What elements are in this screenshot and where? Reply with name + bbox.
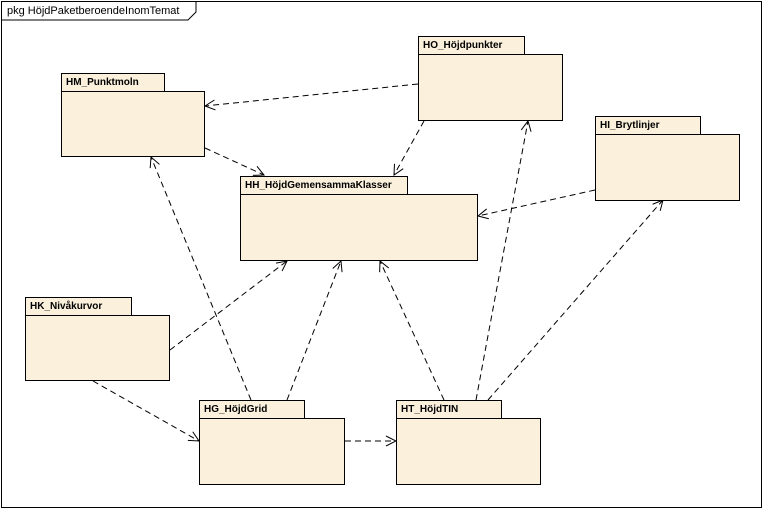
dep-hg-to-hh — [286, 261, 341, 401]
package-label: HK_Nivåkurvor — [30, 301, 103, 312]
package-label: HG_HöjdGrid — [204, 404, 268, 415]
dep-ht-to-hh — [380, 261, 445, 401]
package-label: HH_HöjdGemensammaKlasser — [245, 180, 392, 191]
package-label: HI_Brytlinjer — [600, 120, 660, 131]
dep-hi-to-hh — [478, 189, 596, 216]
dep-ho-to-hh — [394, 120, 425, 175]
dep-hg-to-hm — [151, 157, 252, 401]
frame-title: pkg HöjdPaketberoendeInomTemat — [7, 5, 180, 17]
package-label: HO_Höjdpunkter — [423, 40, 503, 51]
dep-hk-to-hh — [169, 261, 287, 351]
package-label: HT_HöjdTIN — [401, 404, 459, 415]
dep-ht-to-hi — [487, 200, 663, 401]
dep-hk-to-hg — [92, 380, 199, 441]
package-label: HM_Punktmoln — [66, 77, 139, 88]
frame-tab-outline — [2, 2, 197, 21]
dep-ht-to-ho — [475, 121, 528, 401]
dep-hm-to-hh — [204, 147, 264, 175]
dep-ho-to-hm — [205, 83, 419, 106]
